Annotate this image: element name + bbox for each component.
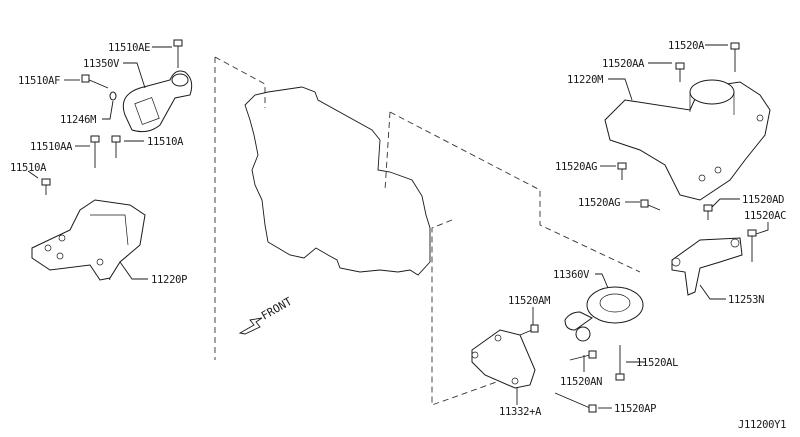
label-11510aa[interactable]: 11510AA: [30, 141, 73, 153]
part-11220m-bracket: [604, 79, 771, 201]
bolt-11510ae: [173, 39, 183, 68]
bolt-11520a: [730, 42, 740, 72]
label-11520aa[interactable]: 11520AA: [602, 58, 645, 70]
part-11253n-bracket: [671, 237, 743, 296]
label-11220p[interactable]: 11220P: [151, 274, 187, 286]
bolt-11520aa: [675, 62, 685, 82]
label-11360v[interactable]: 11360V: [553, 269, 590, 281]
bolt-11520ap: [554, 392, 597, 413]
bolt-11520an: [569, 350, 597, 361]
label-11520a[interactable]: 11520A: [668, 40, 705, 52]
bolt-11510a-left: [41, 178, 51, 195]
label-11520ag-1[interactable]: 11520AG: [555, 161, 597, 173]
diagram-code: J11200Y1: [738, 419, 786, 431]
bolt-11520ad: [703, 204, 713, 220]
bolt-11520am: [519, 324, 539, 336]
label-11520am[interactable]: 11520AM: [508, 295, 550, 307]
bolt-11510af: [81, 74, 109, 89]
leader-lines: [27, 44, 769, 409]
part-11220p-engine-mount: [31, 199, 146, 281]
bolt-11520al: [615, 345, 625, 381]
front-direction-indicator: FRONT: [238, 295, 295, 335]
part-11332a-bracket: [471, 329, 536, 389]
bolt-11510a-top: [111, 135, 121, 158]
front-arrow-icon: [238, 317, 263, 335]
label-11220m[interactable]: 11220M: [567, 74, 603, 86]
part-11360v-rear-mount: [564, 286, 644, 342]
label-11520al[interactable]: 11520AL: [636, 357, 678, 369]
label-11510ae[interactable]: 11510AE: [108, 42, 150, 54]
label-11350v[interactable]: 11350V: [83, 58, 120, 70]
label-11510a-left[interactable]: 11510A: [10, 162, 47, 174]
label-11520ac[interactable]: 11520AC: [744, 210, 786, 222]
label-11520ag-2[interactable]: 11520AG: [578, 197, 620, 209]
part-labels: 11510AE 11350V 11510AF 11246M 11510AA 11…: [10, 40, 786, 418]
bolt-11520ag-1: [617, 162, 627, 180]
front-label: FRONT: [259, 295, 295, 323]
engine-block-outline: [244, 86, 431, 276]
label-11510a-top[interactable]: 11510A: [147, 136, 184, 148]
label-11246m[interactable]: 11246M: [60, 114, 96, 126]
label-11510af[interactable]: 11510AF: [18, 75, 60, 87]
label-11253n[interactable]: 11253N: [728, 294, 764, 306]
washer-11246m: [109, 91, 117, 101]
part-11350v-torque-rod: [122, 70, 193, 133]
label-11520ad[interactable]: 11520AD: [742, 194, 784, 206]
label-11520ap[interactable]: 11520AP: [614, 403, 656, 415]
label-11332a[interactable]: 11332+A: [499, 406, 542, 418]
bolt-11520ac: [747, 229, 757, 262]
assembly-guide-lines: [99, 56, 641, 406]
bolt-11510aa: [90, 135, 100, 168]
bolt-11520ag-2: [640, 199, 661, 211]
label-11520an[interactable]: 11520AN: [560, 376, 602, 388]
